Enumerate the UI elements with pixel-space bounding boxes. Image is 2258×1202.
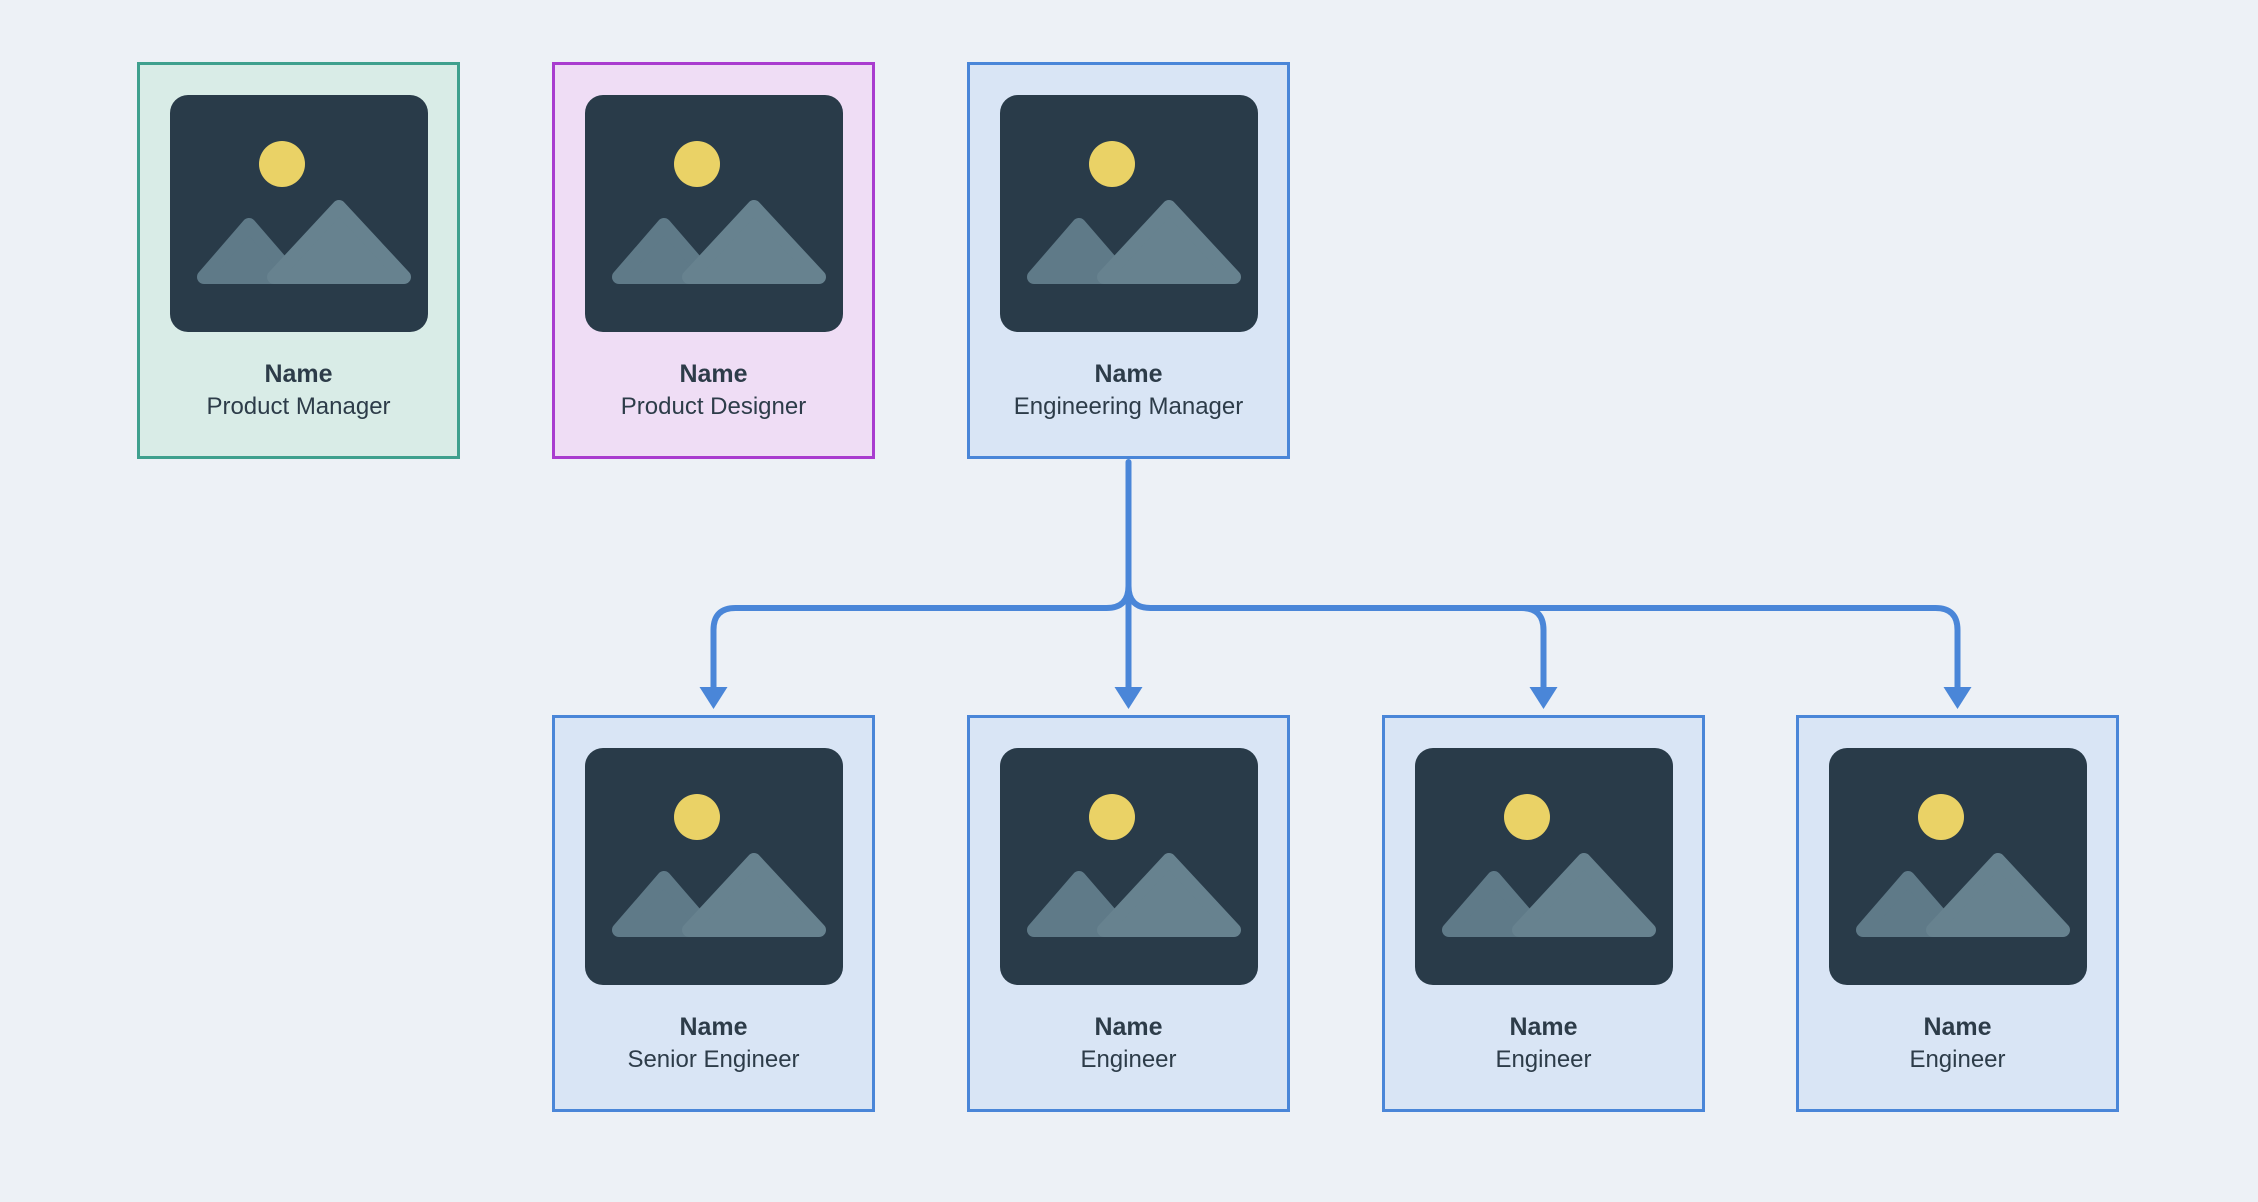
placeholder-background	[169, 95, 428, 332]
placeholder-background	[999, 95, 1258, 332]
card-name: Name	[264, 360, 333, 388]
card-role: Senior Engineer	[627, 1046, 800, 1073]
image-placeholder-icon	[1828, 748, 2087, 985]
sun-icon	[1503, 794, 1550, 840]
sun-icon	[1917, 794, 1964, 840]
image-placeholder-icon	[1414, 748, 1673, 985]
image-placeholder-icon	[999, 748, 1258, 985]
placeholder-background	[1414, 748, 1673, 985]
image-placeholder-icon	[584, 95, 843, 332]
arrowhead-icon	[1943, 687, 1972, 709]
mountain-left-icon	[1026, 218, 1131, 284]
sun-icon	[673, 141, 720, 187]
mountain-left-icon	[611, 218, 716, 284]
card-name: Name	[679, 1013, 748, 1041]
card-name: Name	[679, 360, 748, 388]
mountain-right-icon	[1925, 853, 2070, 937]
mountain-right-icon	[1096, 200, 1241, 284]
card-name: Name	[1509, 1013, 1578, 1041]
org-card-product-designer[interactable]: Name Product Designer	[552, 62, 875, 459]
connector-branch-right[interactable]	[1125, 583, 1961, 692]
card-name: Name	[1923, 1013, 1992, 1041]
image-placeholder-icon	[999, 95, 1258, 332]
mountain-left-icon	[1441, 871, 1546, 937]
card-role: Product Manager	[206, 393, 391, 420]
arrowhead-icon	[1529, 687, 1558, 709]
sun-icon	[1088, 141, 1135, 187]
mountain-left-icon	[196, 218, 301, 284]
card-role: Engineer	[1495, 1046, 1592, 1073]
mountain-right-icon	[266, 200, 411, 284]
image-placeholder-icon	[584, 748, 843, 985]
mountain-left-icon	[611, 871, 716, 937]
org-card-engineer-1[interactable]: Name Engineer	[967, 715, 1290, 1112]
card-role: Engineering Manager	[1013, 393, 1244, 420]
org-card-engineering-manager[interactable]: Name Engineering Manager	[967, 62, 1290, 459]
org-card-engineer-3[interactable]: Name Engineer	[1796, 715, 2119, 1112]
card-role: Product Designer	[620, 393, 807, 420]
arrowhead-icon	[1114, 687, 1143, 709]
card-name: Name	[1094, 360, 1163, 388]
placeholder-background	[584, 95, 843, 332]
mountain-left-icon	[1026, 871, 1131, 937]
mountain-right-icon	[1511, 853, 1656, 937]
mountain-right-icon	[1096, 853, 1241, 937]
image-placeholder-icon	[169, 95, 428, 332]
card-role: Engineer	[1080, 1046, 1177, 1073]
org-card-engineer-2[interactable]: Name Engineer	[1382, 715, 1705, 1112]
sun-icon	[673, 794, 720, 840]
sun-icon	[258, 141, 305, 187]
mountain-right-icon	[681, 200, 826, 284]
placeholder-background	[999, 748, 1258, 985]
sun-icon	[1088, 794, 1135, 840]
placeholder-background	[584, 748, 843, 985]
card-name: Name	[1094, 1013, 1163, 1041]
org-card-product-manager[interactable]: Name Product Manager	[137, 62, 460, 459]
connector-branch-left[interactable]	[710, 583, 1132, 692]
arrowhead-icon	[699, 687, 728, 709]
card-role: Engineer	[1909, 1046, 2006, 1073]
mountain-right-icon	[681, 853, 826, 937]
placeholder-background	[1828, 748, 2087, 985]
org-card-senior-engineer[interactable]: Name Senior Engineer	[552, 715, 875, 1112]
mountain-left-icon	[1855, 871, 1960, 937]
connector-branch-mid-right[interactable]	[1477, 605, 1547, 692]
